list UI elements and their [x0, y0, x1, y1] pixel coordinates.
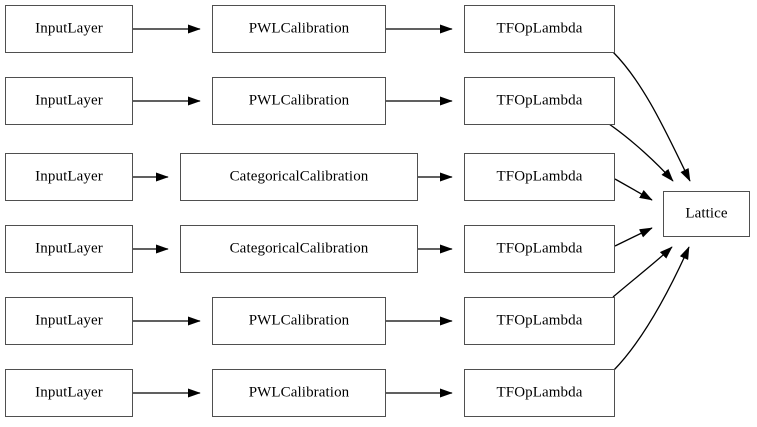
node-lambda_1[interactable]: TFOpLambda	[464, 5, 615, 53]
node-lambda_5[interactable]: TFOpLambda	[464, 297, 615, 345]
node-label-lambda_1: TFOpLambda	[496, 20, 583, 36]
node-label-calib_2: PWLCalibration	[248, 92, 350, 108]
node-label-input_4: InputLayer	[35, 240, 103, 256]
node-calib_5[interactable]: PWLCalibration	[212, 297, 386, 345]
node-calib_1[interactable]: PWLCalibration	[212, 5, 386, 53]
node-input_2[interactable]: InputLayer	[5, 77, 133, 125]
node-calib_6[interactable]: PWLCalibration	[212, 369, 386, 417]
node-lambda_2[interactable]: TFOpLambda	[464, 77, 615, 125]
node-input_1[interactable]: InputLayer	[5, 5, 133, 53]
node-label-lambda_5: TFOpLambda	[496, 312, 583, 328]
node-label-input_3: InputLayer	[35, 168, 103, 184]
node-label-lambda_4: TFOpLambda	[496, 240, 583, 256]
edge-lambda_4-to-lattice	[614, 227, 653, 247]
node-label-input_5: InputLayer	[35, 312, 103, 328]
node-input_5[interactable]: InputLayer	[5, 297, 133, 345]
node-calib_4[interactable]: CategoricalCalibration	[180, 225, 418, 273]
node-lattice[interactable]: Lattice	[663, 191, 750, 237]
node-calib_3[interactable]: CategoricalCalibration	[180, 153, 418, 201]
node-label-lambda_2: TFOpLambda	[496, 92, 583, 108]
node-label-input_2: InputLayer	[35, 92, 103, 108]
node-label-calib_3: CategoricalCalibration	[229, 168, 369, 184]
node-lambda_4[interactable]: TFOpLambda	[464, 225, 615, 273]
node-label-lambda_3: TFOpLambda	[496, 168, 583, 184]
edge-lambda_6-to-lattice	[613, 246, 690, 371]
edge-lambda_3-to-lattice	[614, 178, 653, 201]
edge-lambda_5-to-lattice	[612, 246, 673, 298]
node-label-input_1: InputLayer	[35, 20, 103, 36]
node-label-calib_5: PWLCalibration	[248, 312, 350, 328]
node-input_3[interactable]: InputLayer	[5, 153, 133, 201]
node-label-calib_6: PWLCalibration	[248, 384, 350, 400]
node-label-lambda_6: TFOpLambda	[496, 384, 583, 400]
edge-lambda_1-to-lattice	[612, 51, 691, 182]
node-label-calib_1: PWLCalibration	[248, 20, 350, 36]
node-label-lattice: Lattice	[685, 205, 728, 221]
node-lambda_6[interactable]: TFOpLambda	[464, 369, 615, 417]
node-calib_2[interactable]: PWLCalibration	[212, 77, 386, 125]
node-label-calib_4: CategoricalCalibration	[229, 240, 369, 256]
node-lambda_3[interactable]: TFOpLambda	[464, 153, 615, 201]
node-input_6[interactable]: InputLayer	[5, 369, 133, 417]
edge-lambda_2-to-lattice	[608, 123, 674, 182]
node-input_4[interactable]: InputLayer	[5, 225, 133, 273]
node-label-input_6: InputLayer	[35, 384, 103, 400]
